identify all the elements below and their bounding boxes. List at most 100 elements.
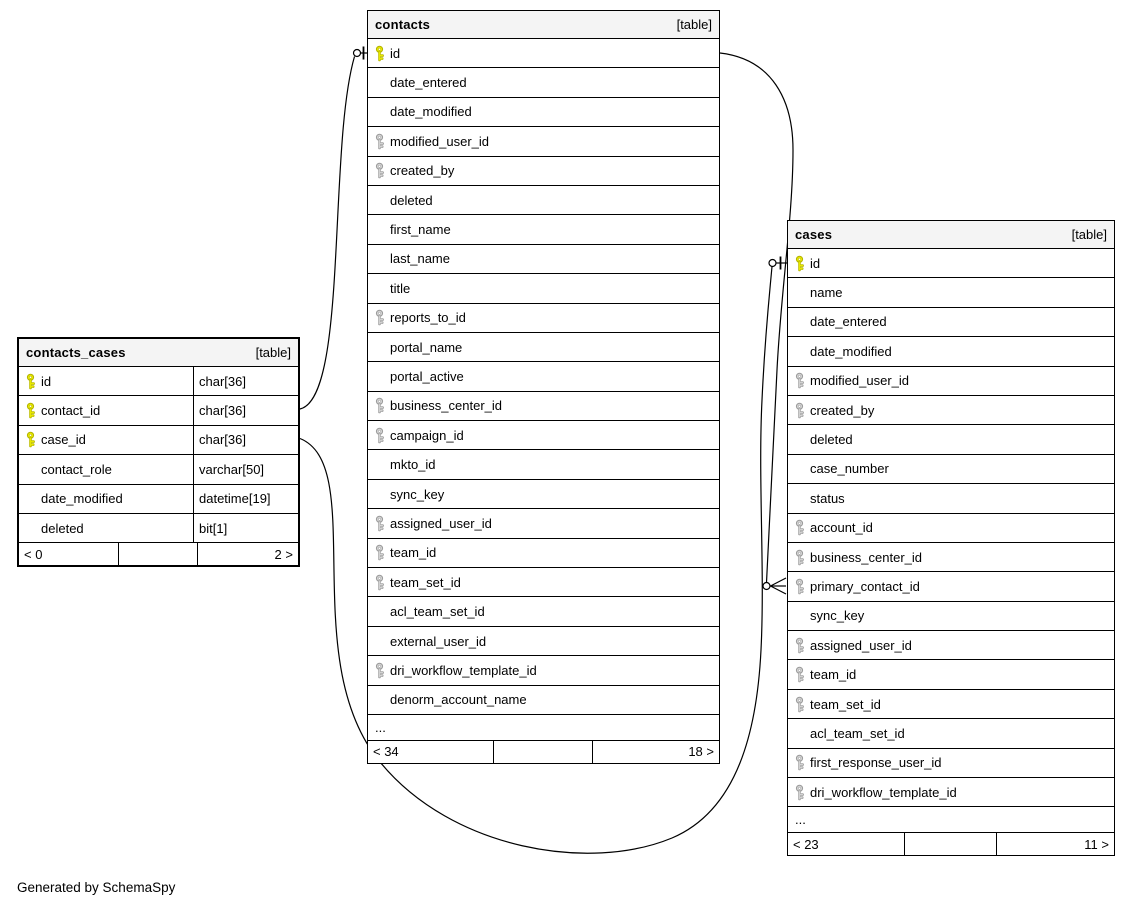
column-name: account_id — [810, 520, 873, 536]
table-title: contacts_cases — [26, 345, 126, 360]
column-name: case_id — [41, 432, 86, 448]
column-name: portal_active — [390, 368, 464, 384]
column-row-date_entered[interactable]: date_entered — [368, 68, 719, 98]
column-row-deleted[interactable]: deleted — [368, 185, 719, 216]
column-type: datetime[19] — [193, 484, 298, 513]
column-name: name — [810, 285, 843, 301]
table-type-label: [table] — [255, 345, 291, 360]
column-row-business_center_id[interactable]: business_center_id — [788, 542, 1114, 573]
foreign-key-icon — [373, 309, 385, 326]
column-row-mkto_id[interactable]: mkto_id — [368, 450, 719, 480]
column-row-primary_contact_id[interactable]: primary_contact_id — [788, 572, 1114, 602]
column-row-title[interactable]: title — [368, 274, 719, 304]
column-name: last_name — [390, 251, 450, 267]
foreign-key-icon — [793, 754, 805, 771]
degree-right: 18 > — [688, 744, 714, 760]
column-name: team_set_id — [390, 574, 461, 590]
table-header[interactable]: cases [table] — [788, 221, 1114, 249]
column-row-first_response_user_id[interactable]: first_response_user_id — [788, 748, 1114, 779]
more-columns-ellipsis: ... — [788, 807, 1114, 834]
table-header[interactable]: contacts_cases [table] — [19, 339, 298, 367]
column-row-last_name[interactable]: last_name — [368, 244, 719, 275]
column-row-first_name[interactable]: first_name — [368, 215, 719, 245]
column-row-id[interactable]: id — [368, 39, 719, 69]
column-name: deleted — [390, 192, 433, 208]
column-row-name[interactable]: name — [788, 278, 1114, 308]
column-row-date_modified[interactable]: date_modified — [368, 97, 719, 128]
column-name: modified_user_id — [810, 373, 910, 389]
table-footer: < 0 2 > — [19, 543, 298, 566]
column-row-assigned_user_id[interactable]: assigned_user_id — [368, 509, 719, 539]
column-row-external_user_id[interactable]: external_user_id — [368, 626, 719, 657]
column-row-team_set_id[interactable]: team_set_id — [788, 689, 1114, 720]
column-type: char[36] — [193, 396, 298, 425]
column-row-team_id[interactable]: team_id — [788, 660, 1114, 690]
column-row-status[interactable]: status — [788, 484, 1114, 514]
column-name: title — [390, 280, 411, 296]
column-name: reports_to_id — [390, 310, 466, 326]
column-row-created_by[interactable]: created_by — [788, 395, 1114, 426]
column-row-assigned_user_id[interactable]: assigned_user_id — [788, 631, 1114, 661]
column-row-dri_workflow_template_id[interactable]: dri_workflow_template_id — [788, 778, 1114, 808]
foreign-key-icon — [373, 162, 385, 179]
column-name: modified_user_id — [390, 133, 490, 149]
column-row-created_by[interactable]: created_by — [368, 156, 719, 186]
degree-middle — [905, 833, 997, 856]
column-row-acl_team_set_id[interactable]: acl_team_set_id — [368, 597, 719, 627]
column-type: char[36] — [193, 367, 298, 396]
degree-left: < 34 — [368, 740, 495, 763]
column-name: portal_name — [390, 339, 463, 355]
column-row-sync_key[interactable]: sync_key — [368, 479, 719, 510]
column-row-account_id[interactable]: account_id — [788, 513, 1114, 543]
table-footer: < 34 18 > — [368, 740, 719, 763]
table-header[interactable]: contacts [table] — [368, 11, 719, 39]
column-name: dri_workflow_template_id — [810, 784, 957, 800]
column-name: campaign_id — [390, 427, 464, 443]
column-row-case_number[interactable]: case_number — [788, 454, 1114, 485]
column-name: business_center_id — [810, 549, 923, 565]
column-row-portal_name[interactable]: portal_name — [368, 332, 719, 363]
column-name: denorm_account_name — [390, 692, 527, 708]
column-row-campaign_id[interactable]: campaign_id — [368, 421, 719, 451]
column-row-modified_user_id[interactable]: modified_user_id — [368, 127, 719, 157]
column-row-business_center_id[interactable]: business_center_id — [368, 391, 719, 422]
column-row-reports_to_id[interactable]: reports_to_id — [368, 303, 719, 333]
column-name: primary_contact_id — [810, 578, 920, 594]
foreign-key-icon — [373, 515, 385, 532]
table-title: cases — [795, 227, 833, 242]
column-name: created_by — [390, 163, 455, 179]
column-row-acl_team_set_id[interactable]: acl_team_set_id — [788, 719, 1114, 749]
relation-cases-primary_contact_id-to-contacts-id — [719, 52, 794, 583]
column-row-sync_key[interactable]: sync_key — [788, 601, 1114, 632]
column-name: team_id — [810, 667, 857, 683]
column-row-dri_workflow_template_id[interactable]: dri_workflow_template_id — [368, 656, 719, 686]
column-name: team_set_id — [810, 696, 881, 712]
column-row-deleted[interactable]: deleted — [788, 425, 1114, 455]
foreign-key-icon — [793, 519, 805, 536]
relation-contacts_cases-contact_id-to-contacts-id — [299, 56, 356, 410]
column-row-date_entered[interactable]: date_entered — [788, 307, 1114, 338]
foreign-key-icon — [793, 666, 805, 683]
column-row-team_set_id[interactable]: team_set_id — [368, 568, 719, 598]
column-row-portal_active[interactable]: portal_active — [368, 362, 719, 392]
column-name: acl_team_set_id — [810, 725, 905, 741]
column-row-id[interactable]: id — [788, 249, 1114, 279]
column-name: id — [390, 45, 401, 61]
foreign-key-icon — [373, 427, 385, 444]
column-row-date_modified[interactable]: date_modified — [788, 337, 1114, 367]
table-type-label: [table] — [676, 17, 712, 32]
column-row-denorm_account_name[interactable]: denorm_account_name — [368, 685, 719, 715]
column-row-modified_user_id[interactable]: modified_user_id — [788, 366, 1114, 396]
column-name: id — [41, 373, 52, 389]
column-row-id[interactable]: id char[36] — [19, 367, 298, 397]
column-row-team_id[interactable]: team_id — [368, 538, 719, 569]
degree-right: 2 > — [274, 546, 293, 562]
